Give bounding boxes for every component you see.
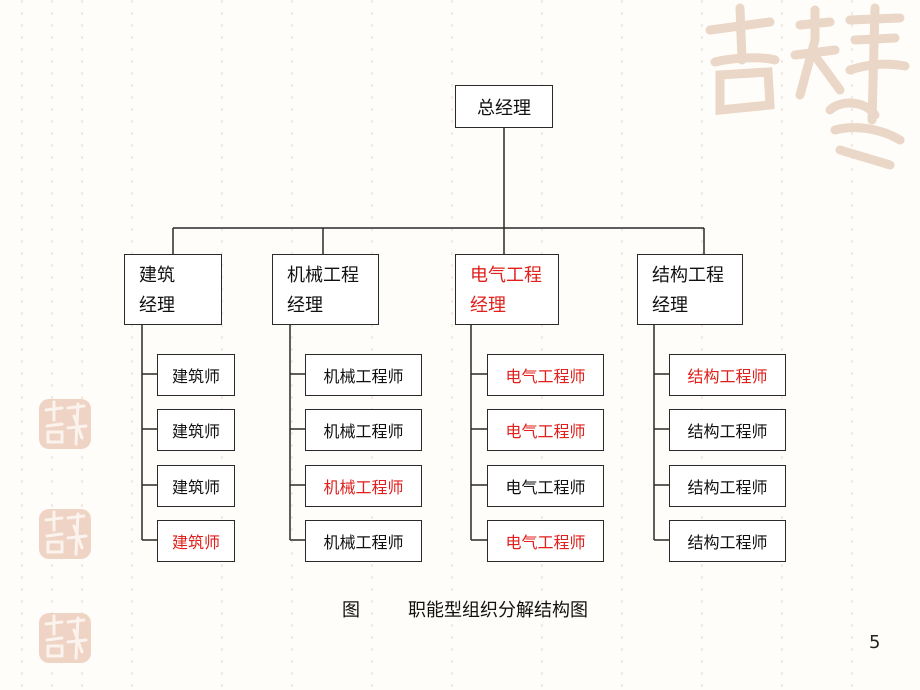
- seal-stamp-middle: [39, 509, 91, 559]
- staff-node-label: 机械工程师: [323, 367, 404, 386]
- manager-node-line-1: 机械工程: [287, 265, 359, 286]
- watermark-logo: [705, 3, 910, 170]
- staff-node-architect: 建筑师: [157, 354, 235, 396]
- staff-node-label: 建筑师: [171, 478, 220, 497]
- staff-node-mechanical-engineer: 机械工程师: [305, 354, 422, 396]
- staff-node-electrical-engineer: 电气工程师: [487, 354, 604, 396]
- staff-node-architect: 建筑师: [157, 465, 235, 507]
- staff-node-electrical-engineer: 电气工程师: [487, 520, 604, 562]
- staff-node-structural-engineer: 结构工程师: [669, 520, 786, 562]
- staff-node-label: 电气工程师: [505, 422, 586, 441]
- staff-node-label: 电气工程师: [505, 533, 586, 552]
- manager-node-line-2: 经理: [139, 295, 175, 316]
- staff-node-label: 结构工程师: [687, 422, 768, 441]
- staff-node-label: 结构工程师: [687, 533, 768, 552]
- staff-node-structural-engineer: 结构工程师: [669, 354, 786, 396]
- manager-node-line-1: 建筑: [139, 265, 175, 286]
- staff-node-electrical-engineer: 电气工程师: [487, 465, 604, 507]
- root-node-label: 总经理: [477, 97, 531, 119]
- staff-node-label: 电气工程师: [505, 478, 586, 497]
- staff-node-label: 结构工程师: [687, 367, 768, 386]
- staff-node-electrical-engineer: 电气工程师: [487, 409, 604, 451]
- staff-node-label: 建筑师: [171, 367, 220, 386]
- manager-node-structural: 结构工程 经理: [637, 254, 743, 325]
- manager-node-line-2: 经理: [287, 295, 323, 316]
- staff-node-mechanical-engineer: 机械工程师: [305, 520, 422, 562]
- staff-node-label: 结构工程师: [687, 478, 768, 497]
- manager-node-architecture: 建筑 经理: [124, 254, 222, 325]
- root-node-general-manager: 总经理: [455, 85, 553, 128]
- staff-node-label: 建筑师: [171, 422, 220, 441]
- staff-node-label: 机械工程师: [323, 533, 404, 552]
- page-number: 5: [869, 632, 881, 653]
- manager-node-line-1: 电气工程: [470, 265, 542, 286]
- staff-node-label: 机械工程师: [323, 478, 404, 497]
- manager-node-line-1: 结构工程: [652, 265, 724, 286]
- staff-node-mechanical-engineer: 机械工程师: [305, 409, 422, 451]
- staff-node-mechanical-engineer: 机械工程师: [305, 465, 422, 507]
- staff-node-label: 建筑师: [171, 533, 220, 552]
- seal-stamp-top: [39, 399, 91, 449]
- staff-node-architect: 建筑师: [157, 520, 235, 562]
- staff-node-structural-engineer: 结构工程师: [669, 465, 786, 507]
- manager-node-line-2: 经理: [470, 295, 506, 316]
- staff-node-structural-engineer: 结构工程师: [669, 409, 786, 451]
- figure-caption-prefix: 图: [342, 600, 360, 621]
- staff-node-label: 电气工程师: [505, 367, 586, 386]
- seal-stamp-bottom: [39, 613, 91, 663]
- manager-node-electrical: 电气工程 经理: [455, 254, 559, 325]
- staff-node-architect: 建筑师: [157, 409, 235, 451]
- manager-node-mechanical: 机械工程 经理: [272, 254, 379, 325]
- manager-node-line-2: 经理: [652, 295, 688, 316]
- staff-node-label: 机械工程师: [323, 422, 404, 441]
- figure-caption-title: 职能型组织分解结构图: [408, 600, 588, 621]
